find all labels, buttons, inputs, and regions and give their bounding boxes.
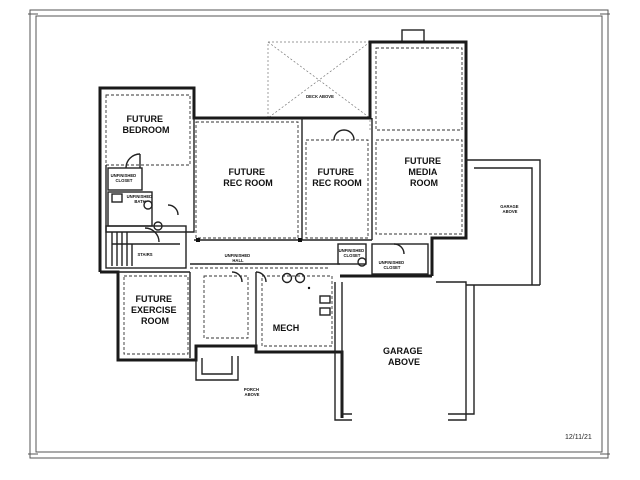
unfinished-closet-note-2: UNFINISHED CLOSET — [339, 248, 366, 258]
rec-room-walls — [194, 47, 463, 242]
date-stamp: 12/11/21 — [565, 434, 592, 441]
exercise-room-walls — [123, 272, 191, 358]
porch-above-note: PORCH ABOVE — [244, 387, 260, 397]
deck-above-note: DECK ABOVE — [306, 94, 334, 99]
future-bedroom-label: FUTURE BEDROOM — [123, 114, 170, 135]
chimney — [401, 29, 425, 43]
mech-label: MECH — [273, 323, 300, 333]
unfinished-hall-note: UNFINISHED HALL — [225, 253, 252, 263]
bedroom-walls — [105, 94, 195, 233]
garage-above-label: GARAGE ABOVE — [383, 346, 425, 367]
stairs — [105, 221, 187, 269]
unfinished-closet-note-3: UNFINISHED CLOSET — [379, 260, 406, 270]
future-rec-room-label-1: FUTURE REC ROOM — [223, 167, 273, 188]
porch — [195, 356, 239, 381]
stairs-note: STAIRS — [137, 252, 152, 257]
garage-above-side-note: GARAGE ABOVE — [500, 204, 520, 214]
future-exercise-room-label: FUTURE EXERCISE ROOM — [131, 294, 179, 326]
exterior-walls — [98, 40, 468, 418]
unfinished-closet-note-1: UNFINISHED CLOSET — [111, 173, 138, 183]
unfinished-bath-note: UNFINISHED BATH — [127, 194, 154, 204]
garage-outline — [334, 159, 541, 421]
closet-walls — [337, 243, 429, 275]
future-rec-room-label-2: FUTURE REC ROOM — [312, 167, 362, 188]
sheet-border — [28, 9, 610, 459]
future-media-room-label: FUTURE MEDIA ROOM — [404, 156, 443, 188]
hall-walls — [190, 263, 340, 269]
mech-walls — [203, 271, 333, 350]
